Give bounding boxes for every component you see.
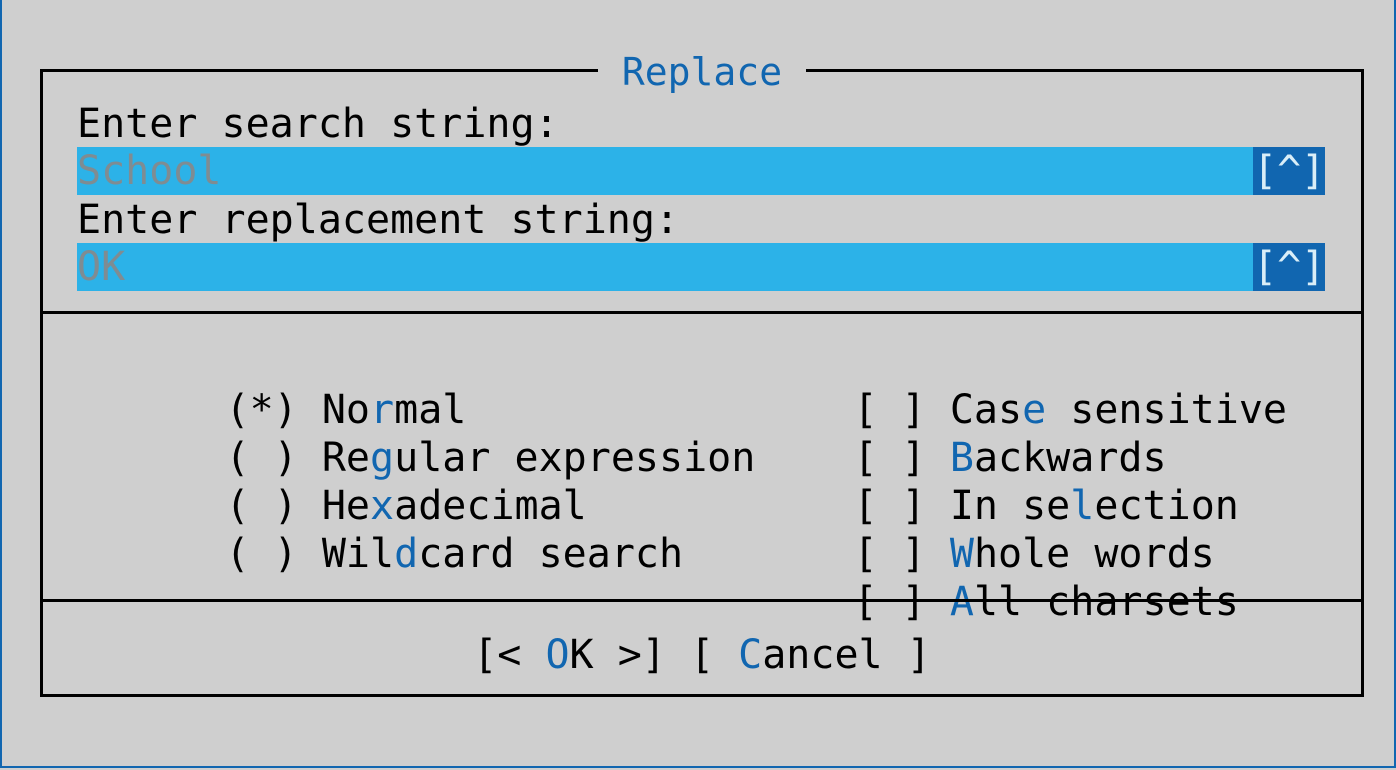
hotkey: x (370, 483, 395, 529)
hotkey: A (949, 579, 974, 625)
search-input[interactable]: School [^] (77, 147, 1325, 195)
checkbox-whole-words[interactable]: [ ] Whole words (709, 482, 1215, 626)
radio-regular-expression[interactable]: ( ) Regular expression (81, 386, 756, 530)
checkbox-label: sensitive (1046, 387, 1288, 433)
radio-label: Re (321, 435, 371, 481)
checkbox-label: hole words (973, 531, 1215, 577)
checkbox-label: Cas (949, 387, 1023, 433)
checkbox-in-selection[interactable]: [ ] In selection (709, 434, 1239, 578)
replace-input[interactable]: OK [^] (77, 243, 1325, 291)
radio-label: mal (394, 387, 467, 433)
replace-dialog: Replace Enter search string: School [^] … (40, 50, 1364, 697)
hotkey: g (370, 435, 395, 481)
checkbox-label: ackwards (973, 435, 1167, 481)
radio-normal[interactable]: (*) Normal (81, 338, 467, 482)
checkbox-case-sensitive[interactable]: [ ] Case sensitive (709, 338, 1288, 482)
ok-button[interactable]: [< OK >] (473, 632, 666, 678)
radio-hexadecimal[interactable]: ( ) Hexadecimal (81, 434, 587, 578)
button-label: ancel ] (762, 632, 931, 678)
radio-label: card search (418, 531, 684, 577)
checkbox-label: ll charsets (973, 579, 1239, 625)
replace-label: Enter replacement string: (77, 197, 680, 243)
radio-label: No (321, 387, 371, 433)
divider (43, 311, 1361, 314)
checkbox-backwards[interactable]: [ ] Backwards (709, 386, 1167, 530)
hotkey: l (1070, 483, 1095, 529)
checkbox-all-charsets[interactable]: [ ] All charsets (709, 530, 1239, 674)
button-label: K >] (569, 632, 666, 678)
search-input-value[interactable]: School (77, 148, 222, 194)
replace-history-button[interactable]: [^] (1253, 243, 1326, 291)
checkbox-mark: [ ] (853, 435, 926, 481)
radio-mark: ( ) (225, 531, 298, 577)
radio-label: Wil (321, 531, 395, 577)
checkbox-label: ection (1094, 483, 1239, 529)
radio-mark: ( ) (225, 435, 298, 481)
hotkey: O (545, 632, 570, 678)
hotkey: e (1022, 387, 1047, 433)
replace-input-value[interactable]: OK (77, 244, 126, 290)
radio-wildcard-search[interactable]: ( ) Wildcard search (81, 482, 684, 626)
checkbox-mark: [ ] (853, 387, 926, 433)
radio-mark: (*) (225, 387, 298, 433)
radio-mark: ( ) (225, 483, 298, 529)
radio-label: ular expression (394, 435, 756, 481)
button-bracket: [ (689, 632, 739, 678)
dialog-title: Replace (43, 50, 1361, 94)
hotkey: C (738, 632, 763, 678)
checkbox-mark: [ ] (853, 483, 926, 529)
divider (43, 599, 1361, 602)
checkbox-mark: [ ] (853, 531, 926, 577)
hotkey: B (949, 435, 974, 481)
button-bracket: [< (473, 632, 546, 678)
radio-label: adecimal (394, 483, 587, 529)
hotkey: d (394, 531, 419, 577)
cancel-button[interactable]: [ Cancel ] (690, 632, 931, 678)
hotkey: r (370, 387, 395, 433)
radio-label: He (321, 483, 371, 529)
search-label: Enter search string: (77, 101, 559, 147)
button-bar: [< OK >] [ Cancel ] (43, 631, 1361, 679)
checkbox-mark: [ ] (853, 579, 926, 625)
search-history-button[interactable]: [^] (1253, 147, 1326, 195)
hotkey: W (949, 531, 974, 577)
dialog-title-text: Replace (597, 50, 807, 94)
checkbox-label: In se (949, 483, 1071, 529)
